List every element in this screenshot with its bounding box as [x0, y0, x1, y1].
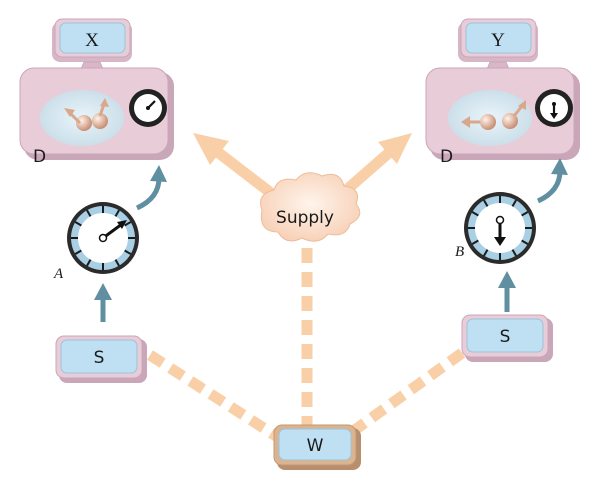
supply-label: Supply — [276, 208, 334, 228]
curved-arrow-left — [135, 177, 162, 211]
dial-tick — [74, 249, 82, 255]
dial-tick — [521, 211, 529, 217]
display-x-label: X — [85, 30, 99, 51]
connection-lines — [147, 248, 466, 450]
dial-tick — [471, 211, 479, 217]
dial-tick — [521, 239, 529, 245]
dial-tick — [471, 239, 479, 245]
display-y-label: Y — [491, 30, 505, 51]
display-y: Y — [458, 18, 538, 62]
box-w-label: W — [307, 436, 324, 456]
dial-tick — [86, 209, 92, 217]
dial-tick — [74, 221, 82, 227]
box-w: W — [273, 424, 361, 470]
slate-arrows — [94, 158, 568, 322]
line-left-source-to-w — [147, 350, 293, 450]
source-left: S — [55, 335, 147, 383]
particle-pair-right — [461, 100, 526, 130]
particle-pair-left — [64, 98, 109, 131]
dial-tick — [483, 249, 489, 257]
source-left-label: S — [94, 348, 105, 368]
detector-left-letter: D — [33, 147, 46, 167]
curved-arrow-right — [536, 170, 563, 204]
display-x: X — [52, 18, 132, 62]
dial-a-label: A — [53, 266, 64, 282]
dial-b: B — [455, 192, 536, 264]
dial-tick — [511, 249, 517, 257]
dial-tick — [114, 209, 120, 217]
dial-tick — [114, 259, 120, 267]
dial-a: A — [53, 202, 139, 282]
dial-tick — [511, 199, 517, 207]
detector-left: X D — [19, 18, 174, 167]
line-right-source-to-w — [341, 348, 466, 442]
dial-b-label: B — [455, 244, 464, 260]
dial-tick — [483, 199, 489, 207]
detector-right-dial — [535, 89, 573, 127]
dial-tick — [124, 221, 132, 227]
dial-tick — [86, 259, 92, 267]
supply-cloud: Supply — [260, 172, 361, 242]
source-right-label: S — [500, 327, 511, 347]
detector-right: Y D — [425, 18, 580, 167]
detector-right-letter: D — [440, 147, 453, 167]
detector-left-dial — [129, 89, 167, 127]
supply-arrow-left — [193, 133, 286, 206]
dial-tick — [124, 249, 132, 255]
source-right: S — [461, 314, 553, 362]
